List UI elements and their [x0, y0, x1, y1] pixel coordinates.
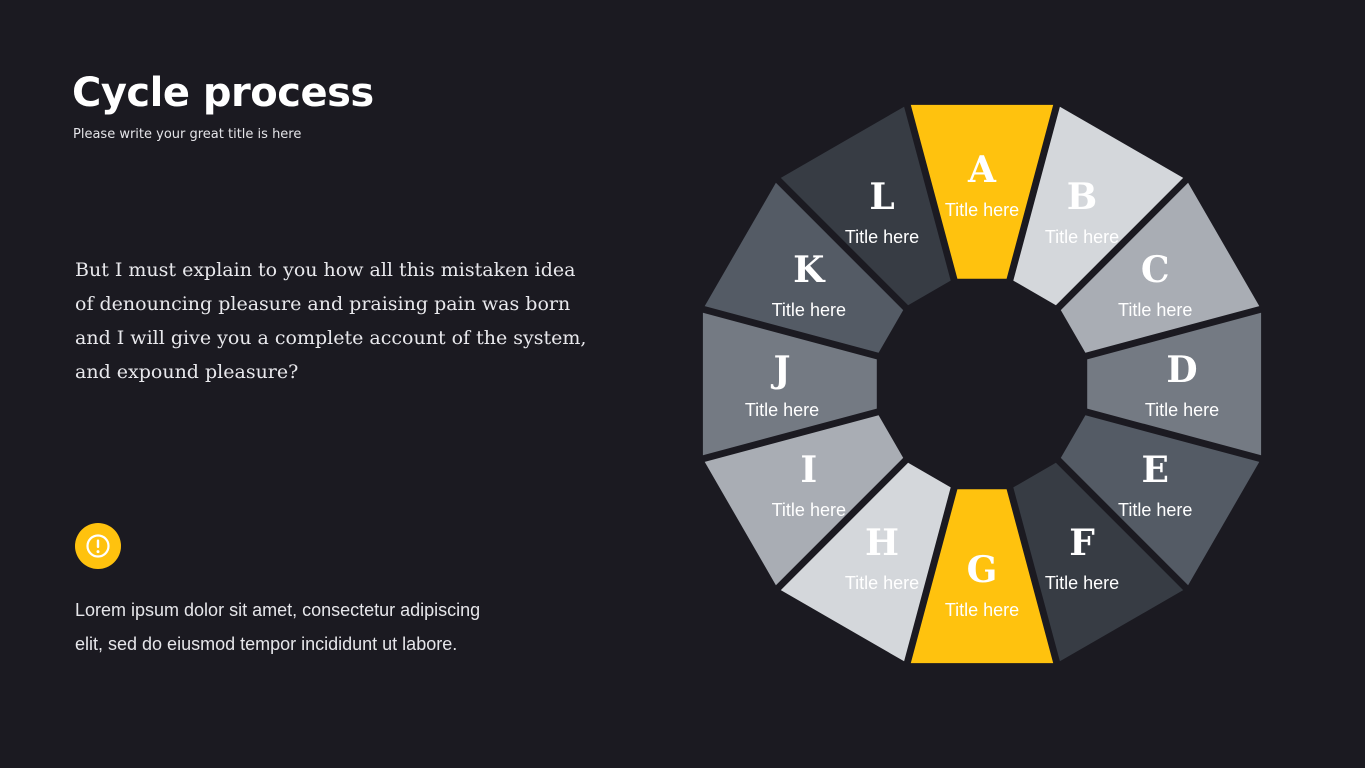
segment-label-j: Title here	[745, 400, 819, 420]
segment-letter-f: F	[1069, 522, 1095, 564]
cycle-segment-g	[910, 489, 1054, 664]
segment-label-b: Title here	[1045, 227, 1119, 247]
cycle-segment-l	[780, 106, 951, 306]
slide-title: Cycle process	[72, 70, 374, 116]
segment-label-g: Title here	[945, 600, 1019, 620]
segment-letter-a: A	[967, 149, 997, 191]
segment-label-f: Title here	[1045, 573, 1119, 593]
cycle-segment-d	[1087, 312, 1262, 456]
segment-letter-e: E	[1141, 449, 1168, 491]
cycle-segment-i	[704, 415, 904, 586]
segment-label-h: Title here	[845, 573, 919, 593]
segment-label-e: Title here	[1118, 500, 1192, 520]
segment-letter-c: C	[1141, 249, 1170, 291]
segment-letter-g: G	[967, 549, 998, 591]
cycle-segment-a	[910, 104, 1054, 279]
slide-subtitle: Please write your great title is here	[73, 127, 302, 142]
cycle-segment-f	[1013, 462, 1184, 662]
cycle-segment-b	[1013, 106, 1184, 306]
segment-label-k: Title here	[772, 300, 846, 320]
segment-label-c: Title here	[1118, 300, 1192, 320]
segment-letter-k: K	[793, 249, 826, 291]
segment-letter-j: J	[770, 349, 790, 391]
cycle-segment-j	[702, 312, 877, 456]
segment-label-a: Title here	[945, 200, 1019, 220]
note-paragraph: Lorem ipsum dolor sit amet, consectetur …	[75, 600, 481, 654]
cycle-segment-e	[1060, 415, 1260, 586]
segment-letter-l: L	[869, 176, 894, 218]
cycle-segment-k	[704, 182, 904, 353]
segment-letter-i: I	[800, 449, 817, 491]
segment-letter-d: D	[1166, 349, 1197, 391]
cycle-segment-h	[780, 462, 951, 662]
segment-letter-h: H	[865, 522, 899, 564]
segment-label-l: Title here	[845, 227, 919, 247]
cycle-segment-c	[1060, 182, 1260, 353]
segment-letter-b: B	[1067, 176, 1097, 218]
segment-label-i: Title here	[772, 500, 846, 520]
segment-label-d: Title here	[1145, 400, 1219, 420]
info-icon	[75, 523, 121, 569]
body-paragraph: But I must explain to you how all this m…	[75, 259, 587, 383]
